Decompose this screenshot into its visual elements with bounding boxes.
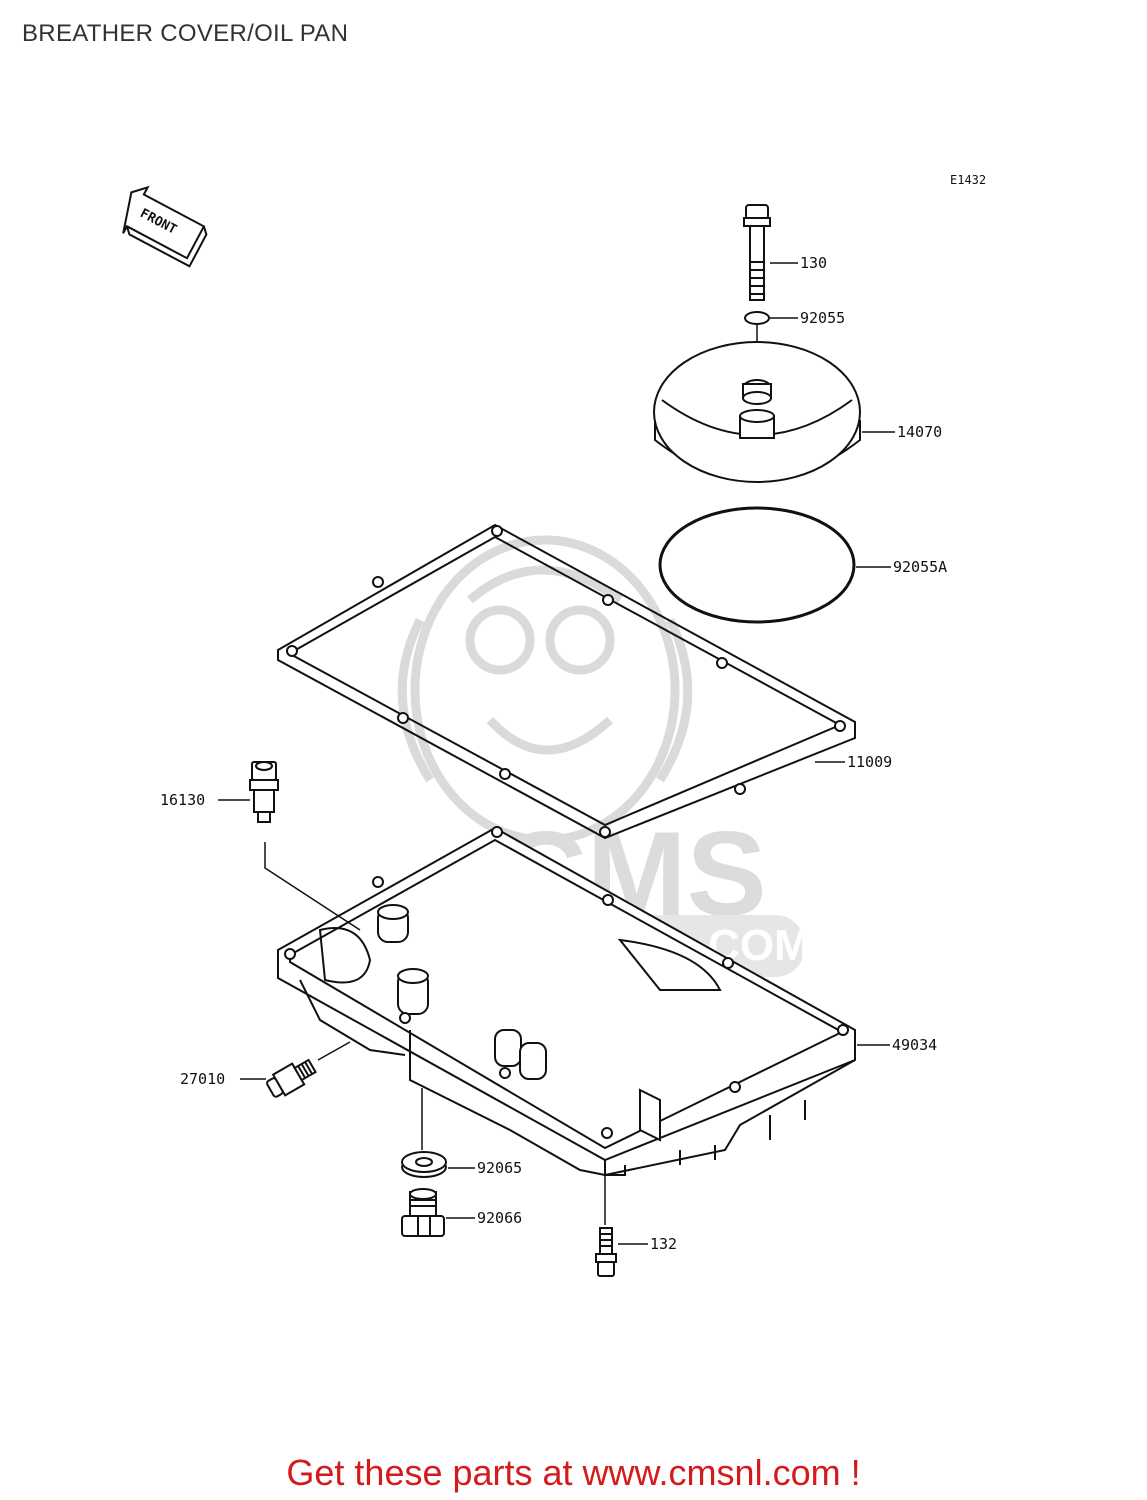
part-label-92055[interactable]: 92055 (800, 309, 845, 327)
bolt-130-part (743, 204, 771, 301)
part-label-16130[interactable]: 16130 (160, 791, 205, 809)
diagram-code: E1432 (950, 173, 986, 187)
switch-27010-part (266, 1058, 317, 1098)
oring-92055a-part (658, 506, 856, 624)
page-title: BREATHER COVER/OIL PAN (22, 20, 349, 47)
part-label-11009[interactable]: 11009 (847, 753, 892, 771)
part-label-92055A[interactable]: 92055A (893, 558, 947, 576)
part-label-27010[interactable]: 27010 (180, 1070, 225, 1088)
bolt-132-part (595, 1227, 617, 1277)
gasket-11009-part (277, 523, 856, 840)
part-label-49034[interactable]: 49034 (892, 1036, 937, 1054)
breather-cover-14070-part (653, 341, 861, 483)
parts-diagram: CMS WWW.CMSNL.COM E1432 FRONT 130 92055 (122, 173, 986, 1277)
part-label-132[interactable]: 132 (650, 1235, 677, 1253)
drain-plug-92066-part (401, 1188, 445, 1237)
part-label-92065[interactable]: 92065 (477, 1159, 522, 1177)
fitting-16130-part (249, 761, 279, 823)
part-label-92066[interactable]: 92066 (477, 1209, 522, 1227)
footer-banner: Get these parts at www.cmsnl.com ! (0, 1452, 1147, 1494)
part-label-14070[interactable]: 14070 (897, 423, 942, 441)
part-label-130[interactable]: 130 (800, 254, 827, 272)
oring-92055-part (744, 311, 770, 325)
footer-link[interactable]: Get these parts at www.cmsnl.com ! (286, 1452, 861, 1493)
washer-92065-part (401, 1151, 447, 1178)
oil-pan-49034-part (277, 826, 856, 1177)
front-arrow-icon: FRONT (122, 185, 208, 268)
